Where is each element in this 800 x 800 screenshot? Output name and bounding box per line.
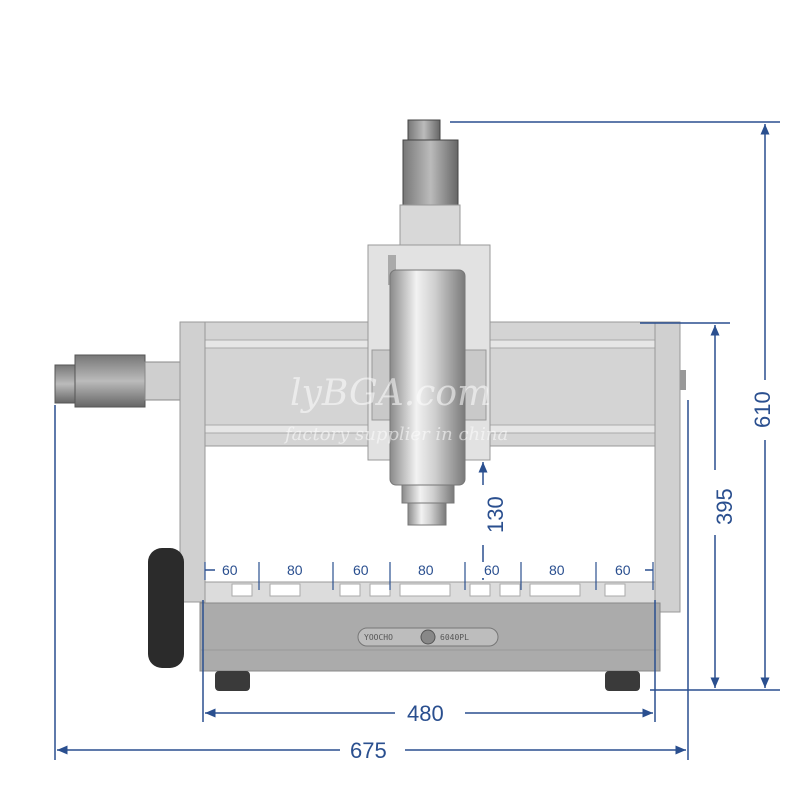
watermark-brand: lyBGA.com (290, 373, 491, 414)
nameplate-left: YOOCHO (364, 633, 393, 642)
slot-dim-bg (215, 562, 645, 578)
slot-dim: 80 (287, 562, 303, 578)
dim-total-width: 675 (350, 738, 387, 763)
machine-base: YOOCHO 6040PL (199, 602, 661, 691)
z-axis-motor (399, 119, 461, 246)
slot-ticks (204, 562, 654, 590)
slot-dim: 60 (615, 562, 631, 578)
dim-z-clearance: 130 (483, 496, 508, 533)
slot-dim: 80 (418, 562, 434, 578)
slot-dim: 60 (353, 562, 369, 578)
dim-gantry-height: 395 (712, 488, 737, 525)
x-axis-motor (54, 354, 181, 408)
slot-dim: 60 (484, 562, 500, 578)
dim-total-height: 610 (750, 391, 775, 428)
slot-dim: 80 (549, 562, 565, 578)
dim-table-width: 480 (407, 701, 444, 726)
watermark-tagline: factory supplier in china (283, 424, 508, 445)
nameplate-right: 6040PL (440, 633, 469, 642)
slot-dimensions: 60 80 60 80 60 80 60 (222, 562, 631, 578)
spindle (388, 255, 466, 526)
handwheel (148, 548, 184, 668)
slot-dim: 60 (222, 562, 238, 578)
